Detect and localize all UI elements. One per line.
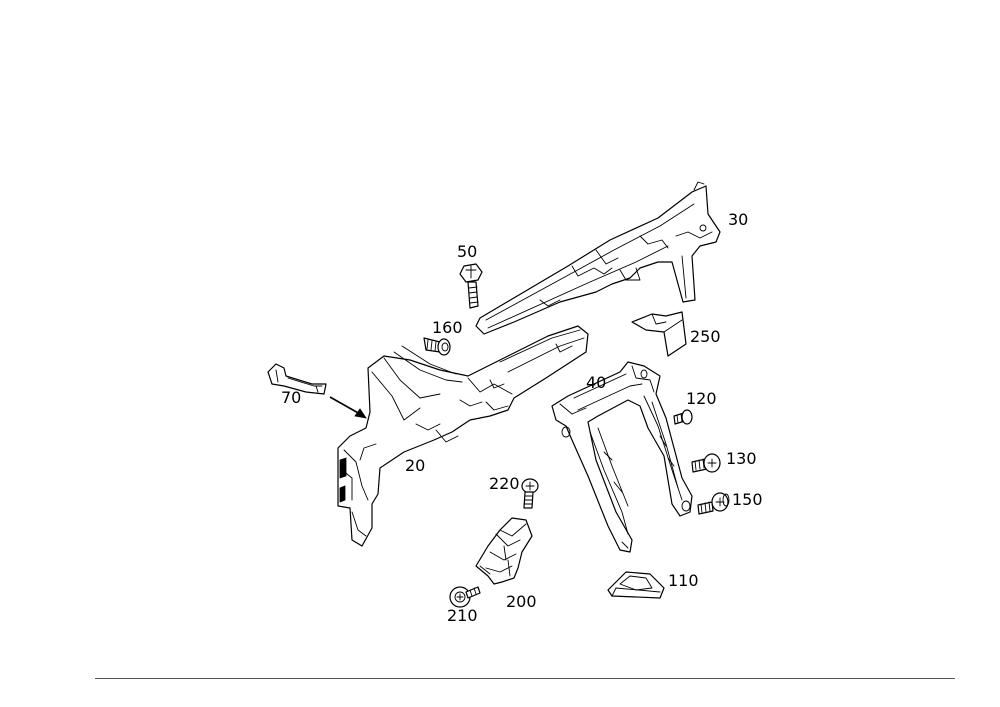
footer-divider — [95, 678, 955, 679]
part-30-drawing — [475, 181, 721, 335]
part-250-drawing — [631, 311, 687, 357]
part-200-drawing — [475, 517, 533, 585]
callout-160: 160 — [432, 318, 463, 337]
callout-50: 50 — [457, 242, 478, 261]
part-130-drawing — [691, 453, 721, 473]
callout-130: 130 — [726, 449, 757, 468]
callout-110: 110 — [668, 571, 699, 590]
callout-120: 120 — [686, 389, 717, 408]
part-160-drawing — [423, 337, 451, 356]
callout-30: 30 — [728, 210, 749, 229]
assembly-arrow — [329, 396, 367, 419]
callout-200: 200 — [506, 592, 537, 611]
callout-40: 40 — [586, 373, 607, 392]
part-150-drawing — [697, 492, 730, 515]
part-40-drawing — [551, 361, 693, 553]
part-210-drawing — [449, 586, 481, 608]
callout-150: 150 — [732, 490, 763, 509]
part-110-drawing — [607, 571, 665, 599]
part-120-drawing — [673, 409, 693, 425]
callout-70: 70 — [281, 388, 302, 407]
part-20-drawing — [337, 325, 589, 547]
part-220-drawing — [521, 478, 539, 509]
part-70-drawing — [267, 363, 327, 395]
callout-220: 220 — [489, 474, 520, 493]
callout-250: 250 — [690, 327, 721, 346]
callout-210: 210 — [447, 606, 478, 625]
part-50-drawing — [459, 263, 483, 309]
callout-20: 20 — [405, 456, 426, 475]
